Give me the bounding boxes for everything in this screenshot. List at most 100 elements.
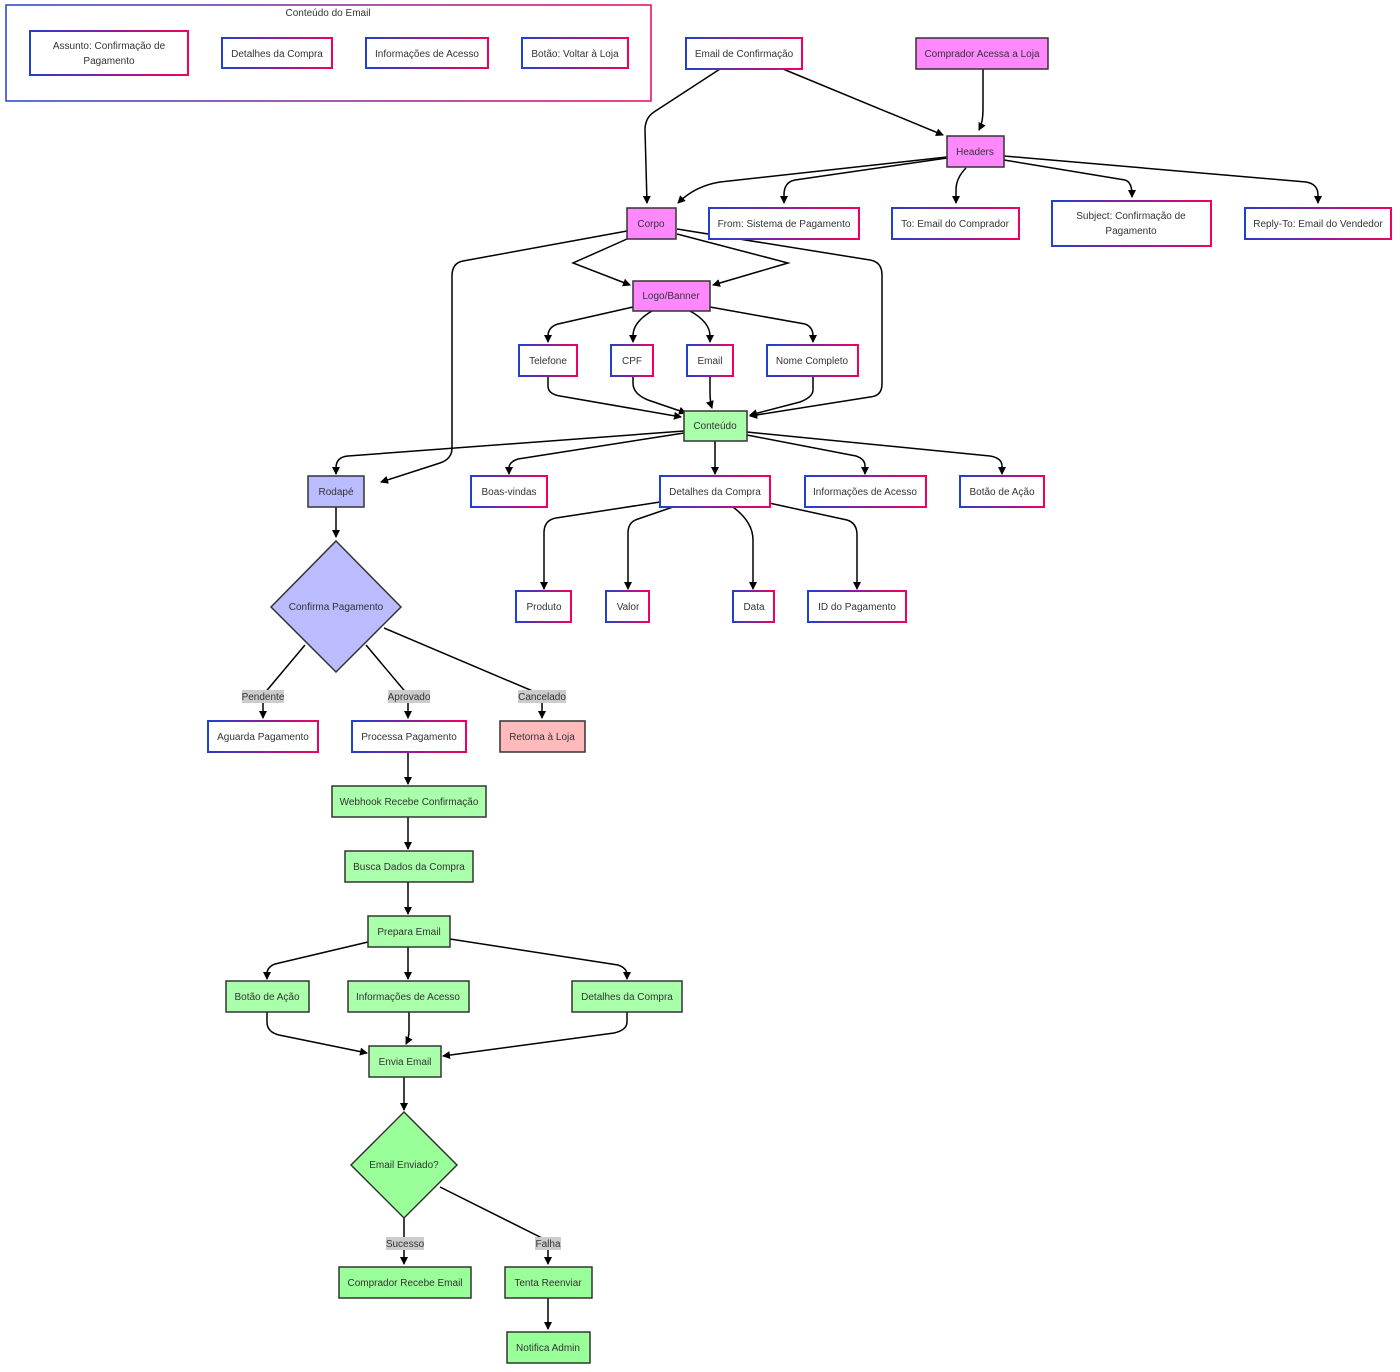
edge-label-aprovado: Aprovado (388, 690, 431, 703)
node-to: To: Email do Comprador (891, 207, 1020, 240)
svg-text:Webhook Recebe Confirmação: Webhook Recebe Confirmação (340, 797, 479, 808)
edges (259, 68, 1322, 1330)
node-botao-acao-2: Botão de Ação (225, 980, 310, 1013)
svg-text:Valor: Valor (617, 602, 640, 613)
svg-text:Rodapé: Rodapé (318, 487, 353, 498)
node-from: From: Sistema de Pagamento (708, 207, 860, 240)
svg-text:Data: Data (743, 602, 765, 613)
svg-text:CPF: CPF (622, 356, 642, 367)
svg-text:Retorna à Loja: Retorna à Loja (509, 732, 575, 743)
svg-text:Confirma Pagamento: Confirma Pagamento (289, 602, 384, 613)
node-headers: Headers (946, 135, 1005, 168)
edge-label-falha: Falha (535, 1237, 561, 1250)
svg-text:Corpo: Corpo (637, 219, 665, 230)
node-nome-completo: Nome Completo (766, 344, 859, 377)
node-notifica-admin: Notifica Admin (506, 1331, 591, 1364)
svg-text:Botão de Ação: Botão de Ação (234, 992, 299, 1003)
subgraph-item-botao-voltar: Botão: Voltar à Loja (521, 37, 629, 69)
svg-text:Email: Email (697, 356, 722, 367)
svg-text:Headers: Headers (956, 147, 994, 158)
svg-text:Notifica Admin: Notifica Admin (516, 1343, 580, 1354)
node-comprador-acessa-loja: Comprador Acessa a Loja (915, 37, 1049, 70)
node-comprador-recebe-email: Comprador Recebe Email (338, 1266, 472, 1299)
svg-text:Telefone: Telefone (529, 356, 567, 367)
svg-text:Pagamento: Pagamento (1105, 226, 1157, 237)
node-informacoes-acesso: Informações de Acesso (804, 475, 927, 508)
svg-text:Informações de Acesso: Informações de Acesso (813, 487, 917, 498)
node-email-confirmacao: Email de Confirmação (685, 37, 803, 70)
svg-text:Aprovado: Aprovado (388, 692, 431, 703)
svg-text:From: Sistema de Pagamento: From: Sistema de Pagamento (718, 219, 851, 230)
svg-text:Detalhes da Compra: Detalhes da Compra (669, 487, 761, 498)
svg-text:Assunto: Confirmação de: Assunto: Confirmação de (53, 41, 166, 52)
node-webhook-recebe-confirmacao: Webhook Recebe Confirmação (331, 785, 487, 818)
node-id-pagamento: ID do Pagamento (807, 590, 907, 623)
svg-text:Produto: Produto (526, 602, 561, 613)
node-retorna-loja: Retorna à Loja (499, 720, 586, 753)
svg-text:Tenta Reenviar: Tenta Reenviar (514, 1278, 582, 1289)
node-busca-dados-compra: Busca Dados da Compra (344, 850, 474, 883)
node-reply-to: Reply-To: Email do Vendedor (1244, 207, 1392, 240)
svg-text:Processa Pagamento: Processa Pagamento (361, 732, 457, 743)
svg-text:ID do Pagamento: ID do Pagamento (818, 602, 896, 613)
svg-text:Detalhes da Compra: Detalhes da Compra (581, 992, 673, 1003)
node-aguarda-pagamento: Aguarda Pagamento (207, 720, 319, 753)
node-envia-email: Envia Email (368, 1045, 442, 1078)
svg-text:Sucesso: Sucesso (386, 1239, 425, 1250)
node-email: Email (686, 344, 734, 377)
node-boas-vindas: Boas-vindas (470, 475, 548, 508)
node-corpo: Corpo (626, 207, 677, 240)
edge-label-cancelado: Cancelado (518, 690, 566, 703)
subgraph-item-assunto: Assunto: Confirmação de Pagamento (29, 30, 189, 76)
svg-text:Pendente: Pendente (242, 692, 285, 703)
svg-text:Pagamento: Pagamento (83, 56, 135, 67)
node-processa-pagamento: Processa Pagamento (351, 720, 467, 753)
node-detalhes-compra: Detalhes da Compra (659, 475, 771, 508)
svg-text:Aguarda Pagamento: Aguarda Pagamento (217, 732, 309, 743)
subgraph-item-info-acesso: Informações de Acesso (365, 37, 489, 69)
svg-text:Falha: Falha (535, 1239, 560, 1250)
svg-text:Comprador Acessa a Loja: Comprador Acessa a Loja (924, 49, 1040, 60)
svg-text:Nome Completo: Nome Completo (776, 356, 849, 367)
svg-text:Subject: Confirmação de: Subject: Confirmação de (1076, 211, 1186, 222)
node-informacoes-acesso-2: Informações de Acesso (347, 980, 470, 1013)
edge-label-sucesso: Sucesso (386, 1237, 425, 1250)
node-logo-banner: Logo/Banner (632, 280, 711, 312)
svg-text:Logo/Banner: Logo/Banner (642, 291, 700, 302)
svg-text:Prepara Email: Prepara Email (377, 927, 440, 938)
node-botao-acao: Botão de Ação (959, 475, 1045, 508)
node-valor: Valor (605, 590, 650, 623)
node-tenta-reenviar: Tenta Reenviar (504, 1266, 593, 1299)
svg-text:Email Enviado?: Email Enviado? (369, 1160, 439, 1171)
svg-text:Informações de Acesso: Informações de Acesso (356, 992, 460, 1003)
node-subject: Subject: Confirmação de Pagamento (1051, 200, 1212, 247)
node-produto: Produto (515, 590, 572, 623)
node-cpf: CPF (610, 344, 654, 377)
node-prepara-email: Prepara Email (367, 915, 451, 948)
svg-text:Envia Email: Envia Email (379, 1057, 432, 1068)
svg-text:Informações de Acesso: Informações de Acesso (375, 49, 479, 60)
svg-text:Cancelado: Cancelado (518, 692, 566, 703)
subgraph-item-detalhes-compra: Detalhes da Compra (221, 37, 333, 69)
node-data: Data (732, 590, 775, 623)
node-confirma-pagamento: Confirma Pagamento (269, 539, 403, 674)
svg-text:Detalhes da Compra: Detalhes da Compra (231, 49, 323, 60)
node-rodape: Rodapé (307, 475, 365, 508)
svg-text:Botão: Voltar à Loja: Botão: Voltar à Loja (531, 49, 619, 60)
svg-text:Botão de Ação: Botão de Ação (969, 487, 1034, 498)
subgraph-conteudo-do-email: Conteúdo do Email Assunto: Confirmação d… (5, 4, 652, 102)
node-email-enviado: Email Enviado? (349, 1110, 459, 1220)
svg-text:Comprador Recebe Email: Comprador Recebe Email (347, 1278, 462, 1289)
node-detalhes-compra-2: Detalhes da Compra (571, 980, 683, 1013)
svg-text:Reply-To: Email do Vendedor: Reply-To: Email do Vendedor (1253, 219, 1383, 230)
node-conteudo: Conteúdo (683, 410, 748, 442)
subgraph-title: Conteúdo do Email (285, 8, 370, 19)
svg-text:Conteúdo: Conteúdo (693, 421, 737, 432)
svg-text:To: Email do Comprador: To: Email do Comprador (901, 219, 1009, 230)
svg-text:Busca Dados da Compra: Busca Dados da Compra (353, 862, 465, 873)
svg-text:Boas-vindas: Boas-vindas (481, 487, 536, 498)
svg-text:Email de Confirmação: Email de Confirmação (695, 49, 794, 60)
edge-label-pendente: Pendente (242, 690, 285, 703)
node-telefone: Telefone (518, 344, 578, 377)
